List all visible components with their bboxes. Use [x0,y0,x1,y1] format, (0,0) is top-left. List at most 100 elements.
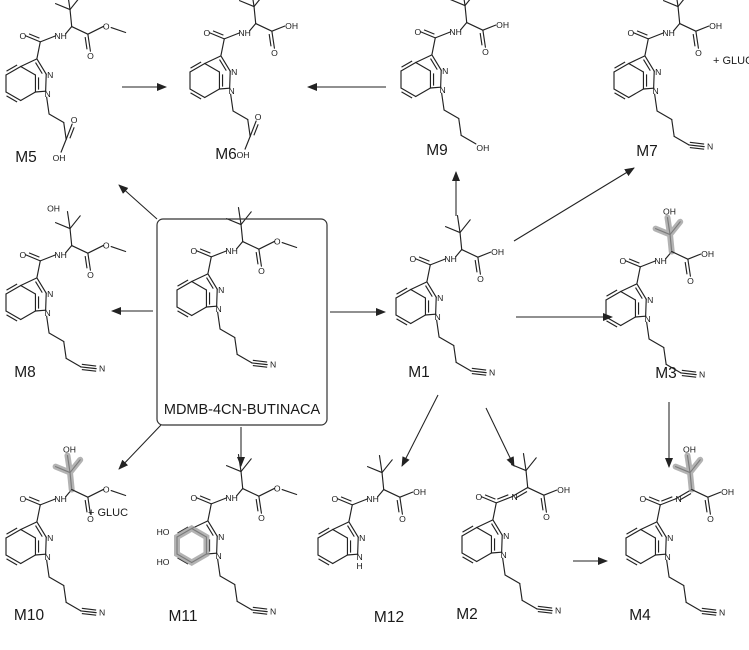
aromatic-bond [5,554,22,565]
pyrazole-bond [20,521,38,531]
amide-bond [223,32,241,40]
nitrile-bond [689,141,705,145]
carboxyl-double-bond [687,258,691,277]
double-bond-inner [396,318,408,326]
double-bond-inner [268,33,272,47]
n-atom: N [647,295,653,305]
alkyl-chain-bond [48,576,65,587]
glucuronide-annotation: + GLUC [713,55,749,67]
alkyl-chain-bond [63,121,67,140]
n-atom: N [653,86,659,96]
aromatic-bond [620,316,637,327]
methyl-bond [381,459,393,474]
pyrazole-bond [20,58,38,68]
methyl-bond [444,226,461,234]
o-atom: O [639,494,646,504]
aromatic-bond [620,290,637,301]
nitrile-n: N [555,606,561,616]
aromatic-bond [410,288,427,299]
alkyl-chain-bond [685,601,702,612]
nitrile-bond [252,364,268,368]
o-atom: O [87,270,94,280]
alkyl-chain-bond [232,110,249,121]
alpha-bond [235,240,244,250]
aromatic-bond [5,284,22,295]
nitrile-bond [81,368,97,372]
nh-atom: NH [54,250,66,260]
amide-bond [636,266,641,285]
pyrazole-bond [20,277,38,287]
o-atom: O [19,31,26,41]
o-atom: O [71,115,78,125]
oh-atom: OH [491,247,504,257]
carbonyl-bond [633,32,649,40]
n-atom: N [218,532,224,542]
nh-atom: NH [238,28,250,38]
aromatic-bond [20,91,37,102]
double-bond-inner [692,33,696,47]
aromatic-bond [317,554,334,565]
pyrazole-bond [205,305,218,308]
aromatic-bond [400,61,417,72]
compound-label-m4: M4 [629,607,651,624]
aromatic-bond [605,290,622,301]
aromatic-bond [189,88,206,99]
nitrile-bond [252,611,268,615]
carbonyl-bond [337,498,353,506]
aromatic-bond [476,526,493,537]
ester-bond [87,25,104,35]
carboxyl-bond [71,488,89,498]
acid-bond [399,491,414,498]
acid-bond [271,25,286,32]
amide-bond [431,37,436,56]
aromatic-bond [204,62,221,73]
alkyl-chain-bond [236,600,253,611]
carbonyl-bond [415,258,431,266]
double-bond-inner [212,30,224,36]
n-atom: N [665,552,671,562]
o-atom: O [619,256,626,266]
o-atom: O [258,513,265,523]
alkyl-chain-bond [219,328,236,339]
nitrile-bond [81,607,97,611]
n-atom: N [45,308,51,318]
alpha-bond [64,244,73,254]
nitrile-n: N [99,364,105,374]
acid-bond [482,24,497,31]
pyrazole-bond [435,296,437,315]
pyrazole-bond [357,536,359,555]
carboxyl-double-bond [258,248,262,267]
aromatic-bond [20,310,37,321]
methyl-bond [662,0,679,8]
arrow-m1-to-m7 [513,167,635,242]
aromatic-bond [625,554,642,565]
methyl-bond [456,214,461,234]
n-atom: N [357,552,363,562]
alpha-bond [454,248,463,258]
alkyl-chain-bond [673,135,690,146]
alkyl-chain-bond [65,357,82,368]
amide-bond [207,503,212,522]
double-bond-inner [479,32,483,46]
carboxyl-double-bond [65,123,73,140]
compound-label-m10: M10 [14,607,45,624]
parent-compound-label: MDMB-4CN-BUTINACA [164,402,321,418]
aromatic-bond [20,528,37,539]
n-atom: N [47,289,53,299]
alpha-bond [464,4,468,24]
compound-label-m7: M7 [636,143,658,160]
o-atom: O [103,22,110,32]
o-atom: O [103,485,110,495]
aromatic-bond [628,88,645,99]
carbonyl-bond [196,250,212,258]
nitrile-n: N [699,370,705,380]
methoxy-bond [110,245,127,253]
n-atom: N [45,552,51,562]
carboxyl-double-bond [87,496,91,515]
oh-atom: OH [47,204,60,214]
methyl-bond [54,3,71,11]
o-atom: O [87,51,94,61]
aromatic-bond [613,62,630,73]
double-bond-inner [28,496,40,502]
